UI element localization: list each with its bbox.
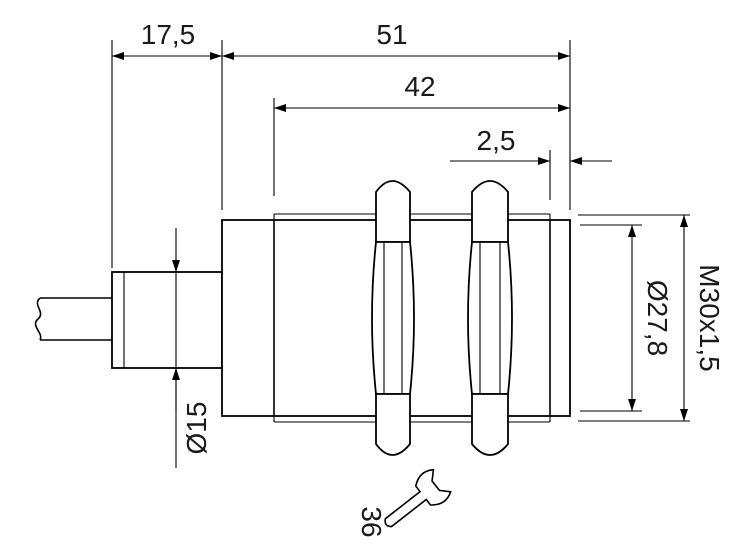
extension-lines xyxy=(111,40,690,422)
dim-cable-to-body-label: 17,5 xyxy=(141,19,196,50)
dim-cable-diameter: Ø15 xyxy=(172,228,212,468)
dim-thread-length: 42 xyxy=(274,71,570,112)
lock-nut-right xyxy=(467,180,513,456)
dim-cable-diameter-label: Ø15 xyxy=(181,402,212,455)
dim-cable-to-body: 17,5 xyxy=(112,19,222,60)
dim-thread-length-label: 42 xyxy=(404,71,435,102)
dim-face-diameter-label: Ø27,8 xyxy=(642,280,673,356)
wrench-size: 36 xyxy=(356,468,452,538)
dim-thread-spec-label: M30x1,5 xyxy=(694,264,725,371)
wrench-icon xyxy=(384,468,452,528)
dim-overall-length-label: 51 xyxy=(376,19,407,50)
cable-gland xyxy=(111,271,223,369)
dim-end-offset-label: 2,5 xyxy=(477,125,516,156)
dim-thread-spec: M30x1,5 xyxy=(680,215,725,421)
dim-face-diameter: Ø27,8 xyxy=(628,225,673,411)
cable xyxy=(34,297,112,341)
dim-end-offset: 2,5 xyxy=(450,125,612,165)
lock-nut-left xyxy=(371,180,415,456)
wrench-size-label: 36 xyxy=(356,506,387,537)
dim-overall-length: 51 xyxy=(222,19,570,60)
